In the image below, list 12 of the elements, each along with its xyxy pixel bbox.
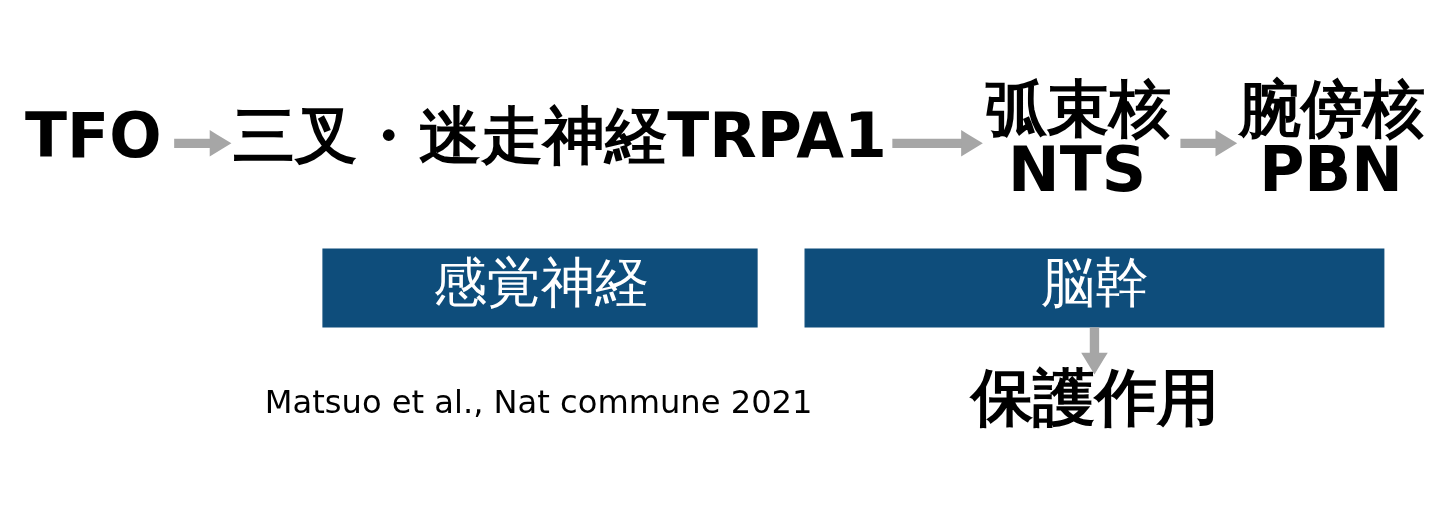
label: Matsuo et al., Nat commune 2021 (264, 382, 813, 421)
arrow (1081, 326, 1108, 374)
node-text: 腕傍核 PBN (1239, 72, 1426, 206)
arrow (892, 129, 983, 157)
node-text: 三叉・迷走神経TRPA1 (233, 99, 887, 172)
node-text: 保護作用 (971, 361, 1220, 434)
arrow (1180, 129, 1238, 157)
arrow (174, 129, 232, 157)
node-text: 弧束核 NTS (984, 72, 1171, 206)
node-box: 感覚神経 (322, 247, 758, 327)
node-box: 脳幹 (804, 247, 1385, 327)
node-text: TFO (25, 99, 162, 172)
